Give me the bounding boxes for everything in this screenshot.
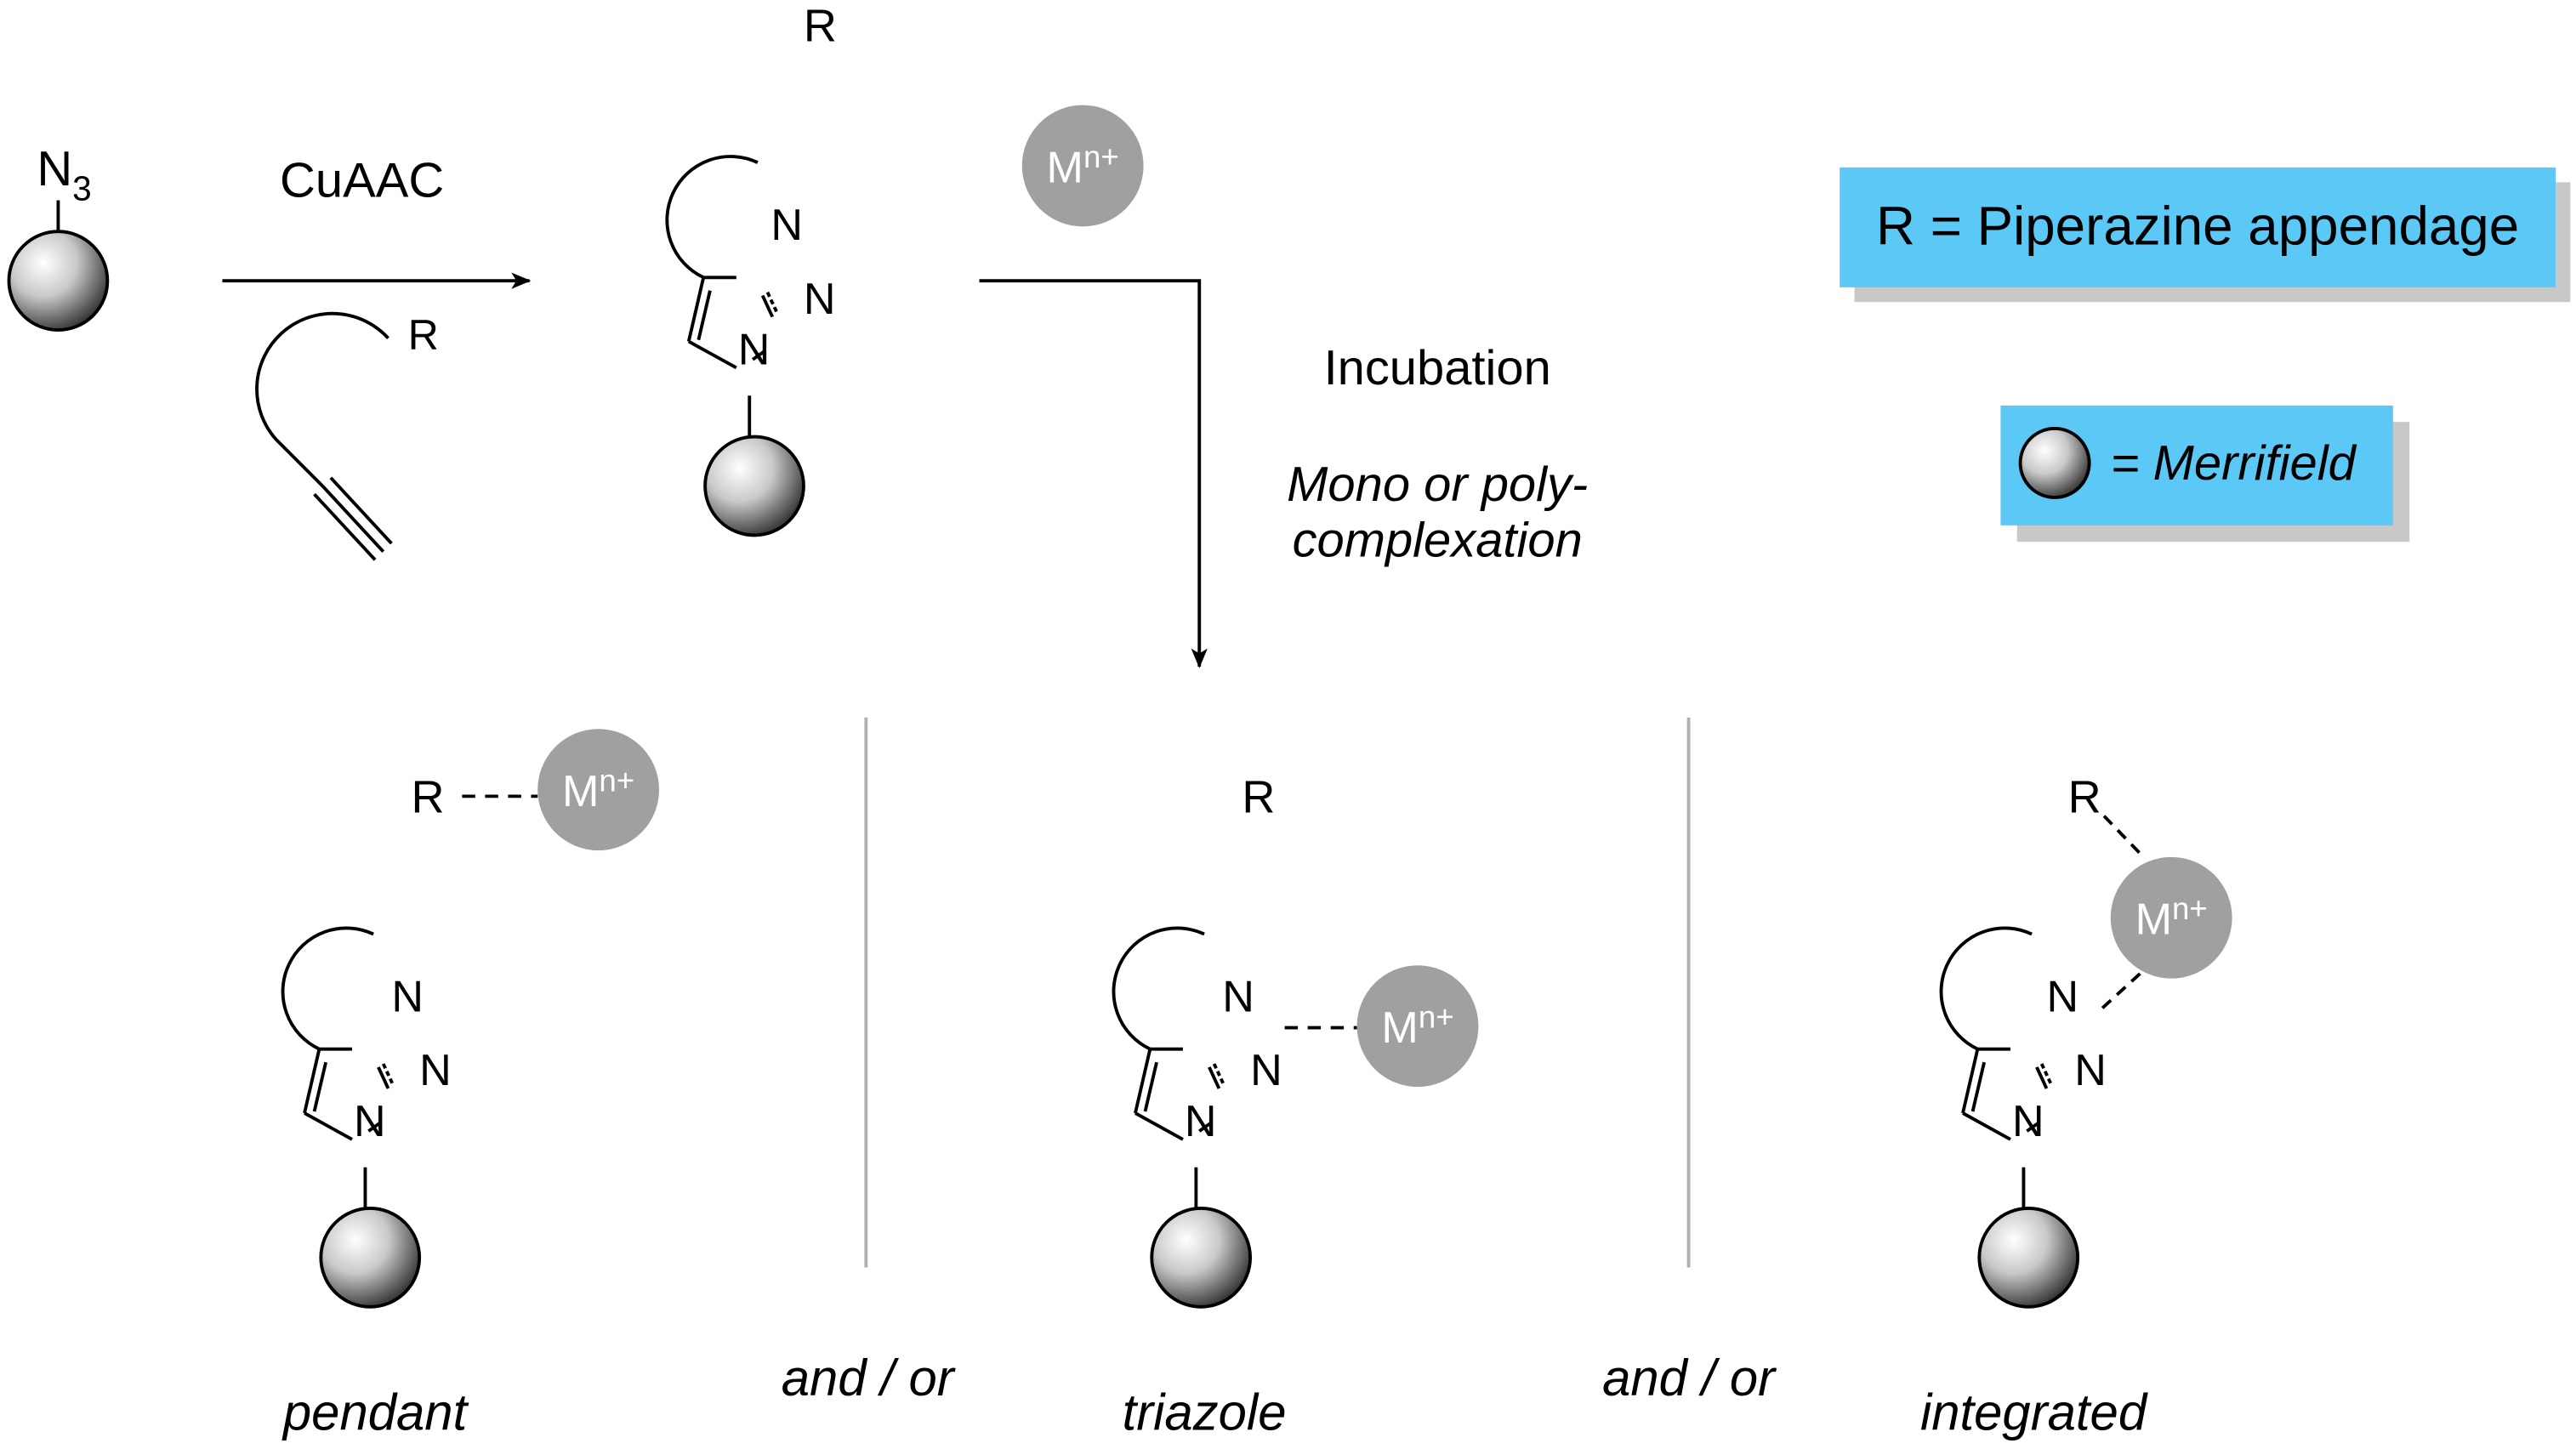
merrifield-bead-icon	[7, 230, 110, 332]
n-label: N	[419, 1046, 452, 1095]
svg-text:Mn+: Mn+	[1381, 1000, 1453, 1053]
n-label: N	[1222, 972, 1254, 1021]
svg-text:Mn+: Mn+	[1047, 139, 1119, 192]
n-label: N	[2012, 1097, 2044, 1146]
alkyne-r-label: R	[408, 311, 439, 359]
n-label: N	[771, 201, 803, 250]
n-label: N	[738, 326, 771, 375]
n-label: N	[1250, 1046, 1282, 1095]
metal-ion-reagent: Mn+	[1021, 105, 1144, 227]
n-label: N	[804, 275, 836, 324]
integrated-mode-structure: R N N N	[1939, 772, 2107, 1309]
incubation-arrow	[979, 279, 1208, 668]
metal-ion-triazole: Mn+	[1356, 965, 1479, 1088]
n-label: N	[1185, 1097, 1217, 1146]
svg-text:= Merrifield: = Merrifield	[2111, 436, 2357, 491]
and-or-label: and / or	[782, 1350, 956, 1406]
svg-text:Mn+: Mn+	[562, 764, 634, 816]
complexation-label-line2: complexation	[1293, 514, 1583, 568]
r-label: R	[804, 0, 837, 51]
legend-r-definition: R = Piperazine appendage	[1840, 167, 2571, 303]
alkyne-reagent-structure: R	[255, 311, 439, 561]
n-label: N	[354, 1097, 386, 1146]
and-or-label: and / or	[1602, 1350, 1777, 1406]
r-label: R	[2068, 772, 2101, 823]
pendant-mode-structure: R N N N	[281, 772, 452, 1309]
svg-text:Mn+: Mn+	[2135, 891, 2208, 944]
merrifield-bead-icon	[2018, 426, 2091, 499]
legend-bead-definition: = Merrifield	[2000, 405, 2410, 543]
mode-label-triazole: triazole	[1123, 1384, 1287, 1441]
triazole-mode-structure: R N N N	[1112, 772, 1282, 1309]
reaction-label: CuAAC	[280, 154, 444, 208]
metal-ion-pendant: Mn+	[537, 729, 660, 851]
mode-label-pendant: pendant	[281, 1384, 469, 1441]
incubation-label: Incubation	[1324, 341, 1551, 395]
metal-ion-integrated: Mn+	[2110, 856, 2232, 979]
coordination-bond	[2102, 815, 2145, 859]
mode-label-integrated: integrated	[1920, 1384, 2148, 1441]
azide-bead-structure: N3	[7, 142, 110, 332]
r-label: R	[1242, 772, 1275, 823]
coordination-bond	[2101, 972, 2141, 1009]
azide-n-label: N3	[37, 142, 91, 207]
svg-text:R = Piperazine appendage: R = Piperazine appendage	[1876, 196, 2519, 257]
r-label: R	[412, 772, 445, 823]
triazole-product-structure: R N N N	[665, 0, 837, 537]
n-label: N	[2046, 972, 2078, 1021]
n-label: N	[391, 972, 424, 1021]
n-label: N	[2074, 1046, 2107, 1095]
complexation-label-line1: Mono or poly-	[1287, 457, 1588, 512]
